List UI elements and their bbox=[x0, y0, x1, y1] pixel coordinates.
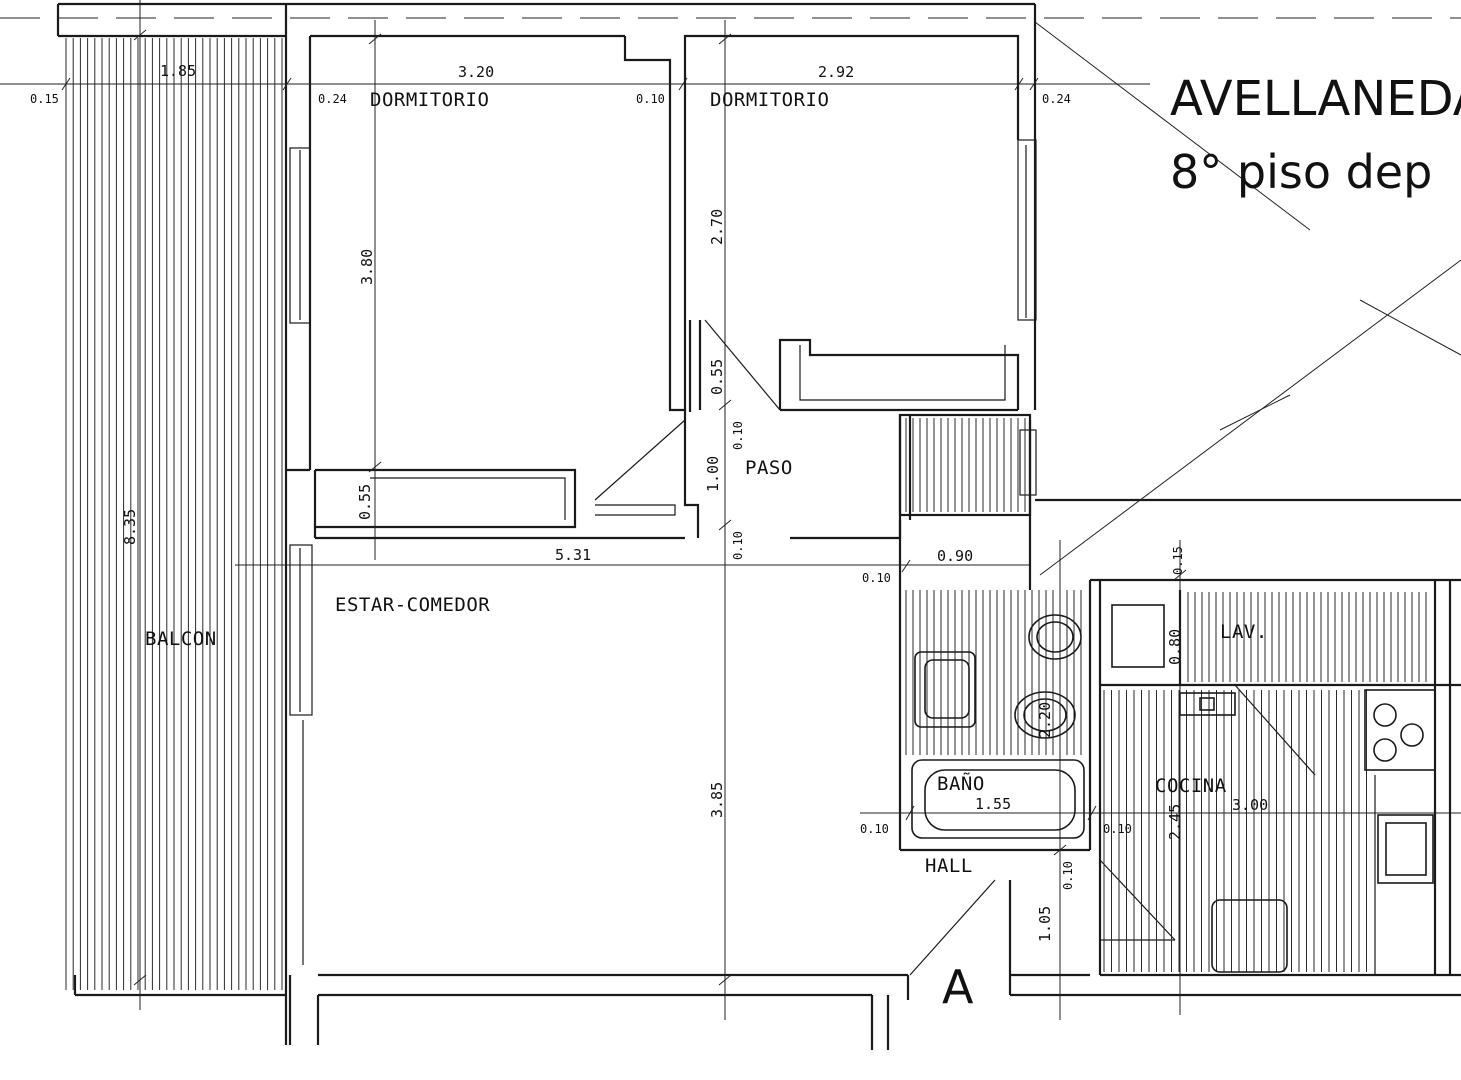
fridge-icon bbox=[1211, 899, 1288, 973]
walls bbox=[56, 2, 1461, 1050]
dim-label: 0.10 bbox=[862, 571, 891, 585]
toilet-icon bbox=[1028, 614, 1082, 660]
room-label-cocina: COCINA bbox=[1155, 775, 1227, 797]
dimension-labels: 1.85 3.20 2.92 0.24 0.15 0.10 0.24 3.80 … bbox=[30, 62, 1268, 942]
dim-label: 0.10 bbox=[1061, 861, 1075, 890]
room-label-estar-comedor: ESTAR-COMEDOR bbox=[335, 594, 490, 616]
section-marker: A bbox=[942, 960, 974, 1014]
dim-label: 3.80 bbox=[358, 249, 376, 285]
title-line-2: 8° piso dep bbox=[1170, 145, 1432, 199]
dim-label: 0.55 bbox=[708, 359, 726, 395]
dim-label: 3.85 bbox=[708, 782, 726, 818]
stove-icon bbox=[1364, 689, 1436, 771]
dim-label: 0.15 bbox=[30, 92, 59, 106]
dim-label: 0.24 bbox=[1042, 92, 1071, 106]
dimension-lines bbox=[0, 0, 1461, 1020]
dim-label: 1.55 bbox=[975, 795, 1011, 813]
dim-label: 2.20 bbox=[1036, 702, 1054, 738]
title-block: AVELLANEDA 8° piso dep bbox=[1170, 71, 1461, 199]
dim-label: 0.80 bbox=[1166, 629, 1184, 665]
dim-label: 3.20 bbox=[458, 63, 494, 81]
bidet-icon bbox=[1014, 691, 1076, 739]
kitchen-sink-icon bbox=[1377, 814, 1434, 884]
dim-label: 5.31 bbox=[555, 546, 591, 564]
room-label-bano: BAÑO bbox=[937, 772, 985, 795]
room-label-dormitorio-1: DORMITORIO bbox=[370, 89, 489, 111]
dim-label: 0.10 bbox=[860, 822, 889, 836]
dim-label: 2.45 bbox=[1166, 804, 1184, 840]
dim-label: 0.15 bbox=[1171, 546, 1185, 575]
dim-label: 0.10 bbox=[731, 531, 745, 560]
dim-label: 2.92 bbox=[818, 63, 854, 81]
room-label-lav: LAV. bbox=[1220, 621, 1268, 643]
dim-label: 0.55 bbox=[356, 484, 374, 520]
dim-label: 0.10 bbox=[731, 421, 745, 450]
dim-label: 8.35 bbox=[121, 509, 139, 545]
room-labels: DORMITORIO DORMITORIO PASO ESTAR-COMEDOR… bbox=[145, 89, 1268, 877]
room-label-paso: PASO bbox=[745, 457, 793, 479]
fixtures bbox=[911, 604, 1436, 975]
laundry-sink-icon bbox=[1111, 604, 1165, 668]
dim-label: 0.90 bbox=[937, 547, 973, 565]
dim-label: 0.10 bbox=[1103, 822, 1132, 836]
room-label-dormitorio-2: DORMITORIO bbox=[710, 89, 829, 111]
dim-label: 1.00 bbox=[704, 456, 722, 492]
bathtub-icon bbox=[911, 759, 1085, 839]
dim-label: 0.24 bbox=[318, 92, 347, 106]
sink-icon bbox=[914, 651, 976, 728]
room-label-hall: HALL bbox=[925, 855, 973, 877]
dim-label: 1.85 bbox=[160, 62, 196, 80]
balcony-hatch bbox=[65, 38, 283, 990]
room-label-balcon: BALCON bbox=[145, 628, 217, 650]
dim-label: 1.05 bbox=[1036, 906, 1054, 942]
dim-label: 3.00 bbox=[1232, 796, 1268, 814]
title-line-1: AVELLANEDA bbox=[1170, 71, 1461, 127]
dim-label: 0.10 bbox=[636, 92, 665, 106]
dim-label: 2.70 bbox=[708, 209, 726, 245]
